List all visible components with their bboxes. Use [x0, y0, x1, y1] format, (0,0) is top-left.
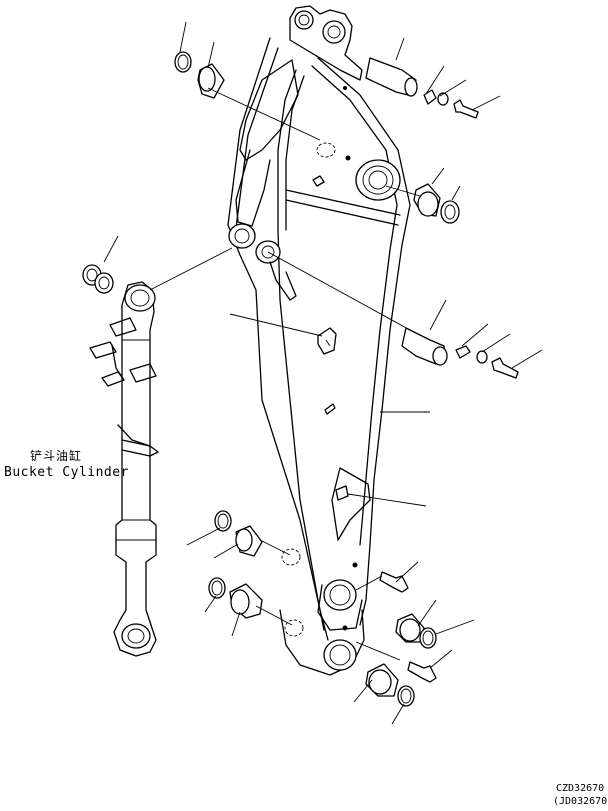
- bucket-cylinder-label-cn: 铲斗油缸: [30, 449, 83, 463]
- bucket-cylinder-graphic: [89, 281, 159, 657]
- drawing-reference-alt-number: (JD032670): [553, 796, 608, 807]
- loose-parts: [174, 51, 519, 707]
- leader-lines: [103, 21, 543, 725]
- arm-body: [227, 5, 411, 676]
- drawing-reference-number: CZD32670: [556, 783, 605, 794]
- cylinder-shims: [82, 264, 114, 294]
- bucket-cylinder-label-en: Bucket Cylinder: [4, 465, 129, 480]
